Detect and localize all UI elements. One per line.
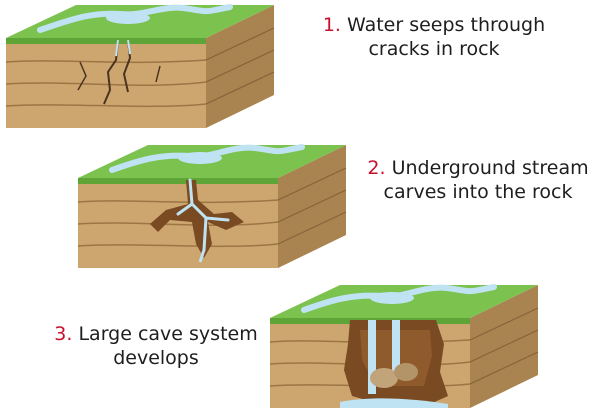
block-3-cave-system bbox=[269, 284, 539, 408]
block-3-pool bbox=[340, 398, 448, 408]
block-2-stream-carves bbox=[77, 144, 347, 268]
step-3-line-1: Large cave system bbox=[78, 323, 258, 345]
step-1-number: 1. bbox=[322, 14, 341, 36]
block-3-waterfall bbox=[368, 320, 376, 394]
step-3-number: 3. bbox=[54, 323, 73, 345]
block-3-boulder bbox=[370, 368, 398, 388]
step-2-label: 2. Underground stream carves into the ro… bbox=[354, 156, 600, 204]
block-2-carved-channel bbox=[150, 180, 244, 258]
step-2-number: 2. bbox=[367, 157, 386, 179]
step-2-line-1: Underground stream bbox=[391, 157, 589, 179]
step-1-line-2: cracks in rock bbox=[368, 38, 500, 60]
step-3-label: 3. Large cave system develops bbox=[40, 322, 272, 370]
block-1-water-seeps bbox=[5, 4, 275, 128]
step-1-label: 1. Water seeps through cracks in rock bbox=[284, 13, 584, 61]
block-1-river bbox=[37, 4, 233, 33]
step-1-line-1: Water seeps through bbox=[347, 14, 546, 36]
block-2-stream bbox=[176, 178, 230, 252]
step-3-line-2: develops bbox=[113, 347, 199, 369]
block-2-river bbox=[109, 144, 305, 173]
step-2-line-2: carves into the rock bbox=[383, 181, 573, 203]
block-3-river bbox=[301, 284, 497, 313]
